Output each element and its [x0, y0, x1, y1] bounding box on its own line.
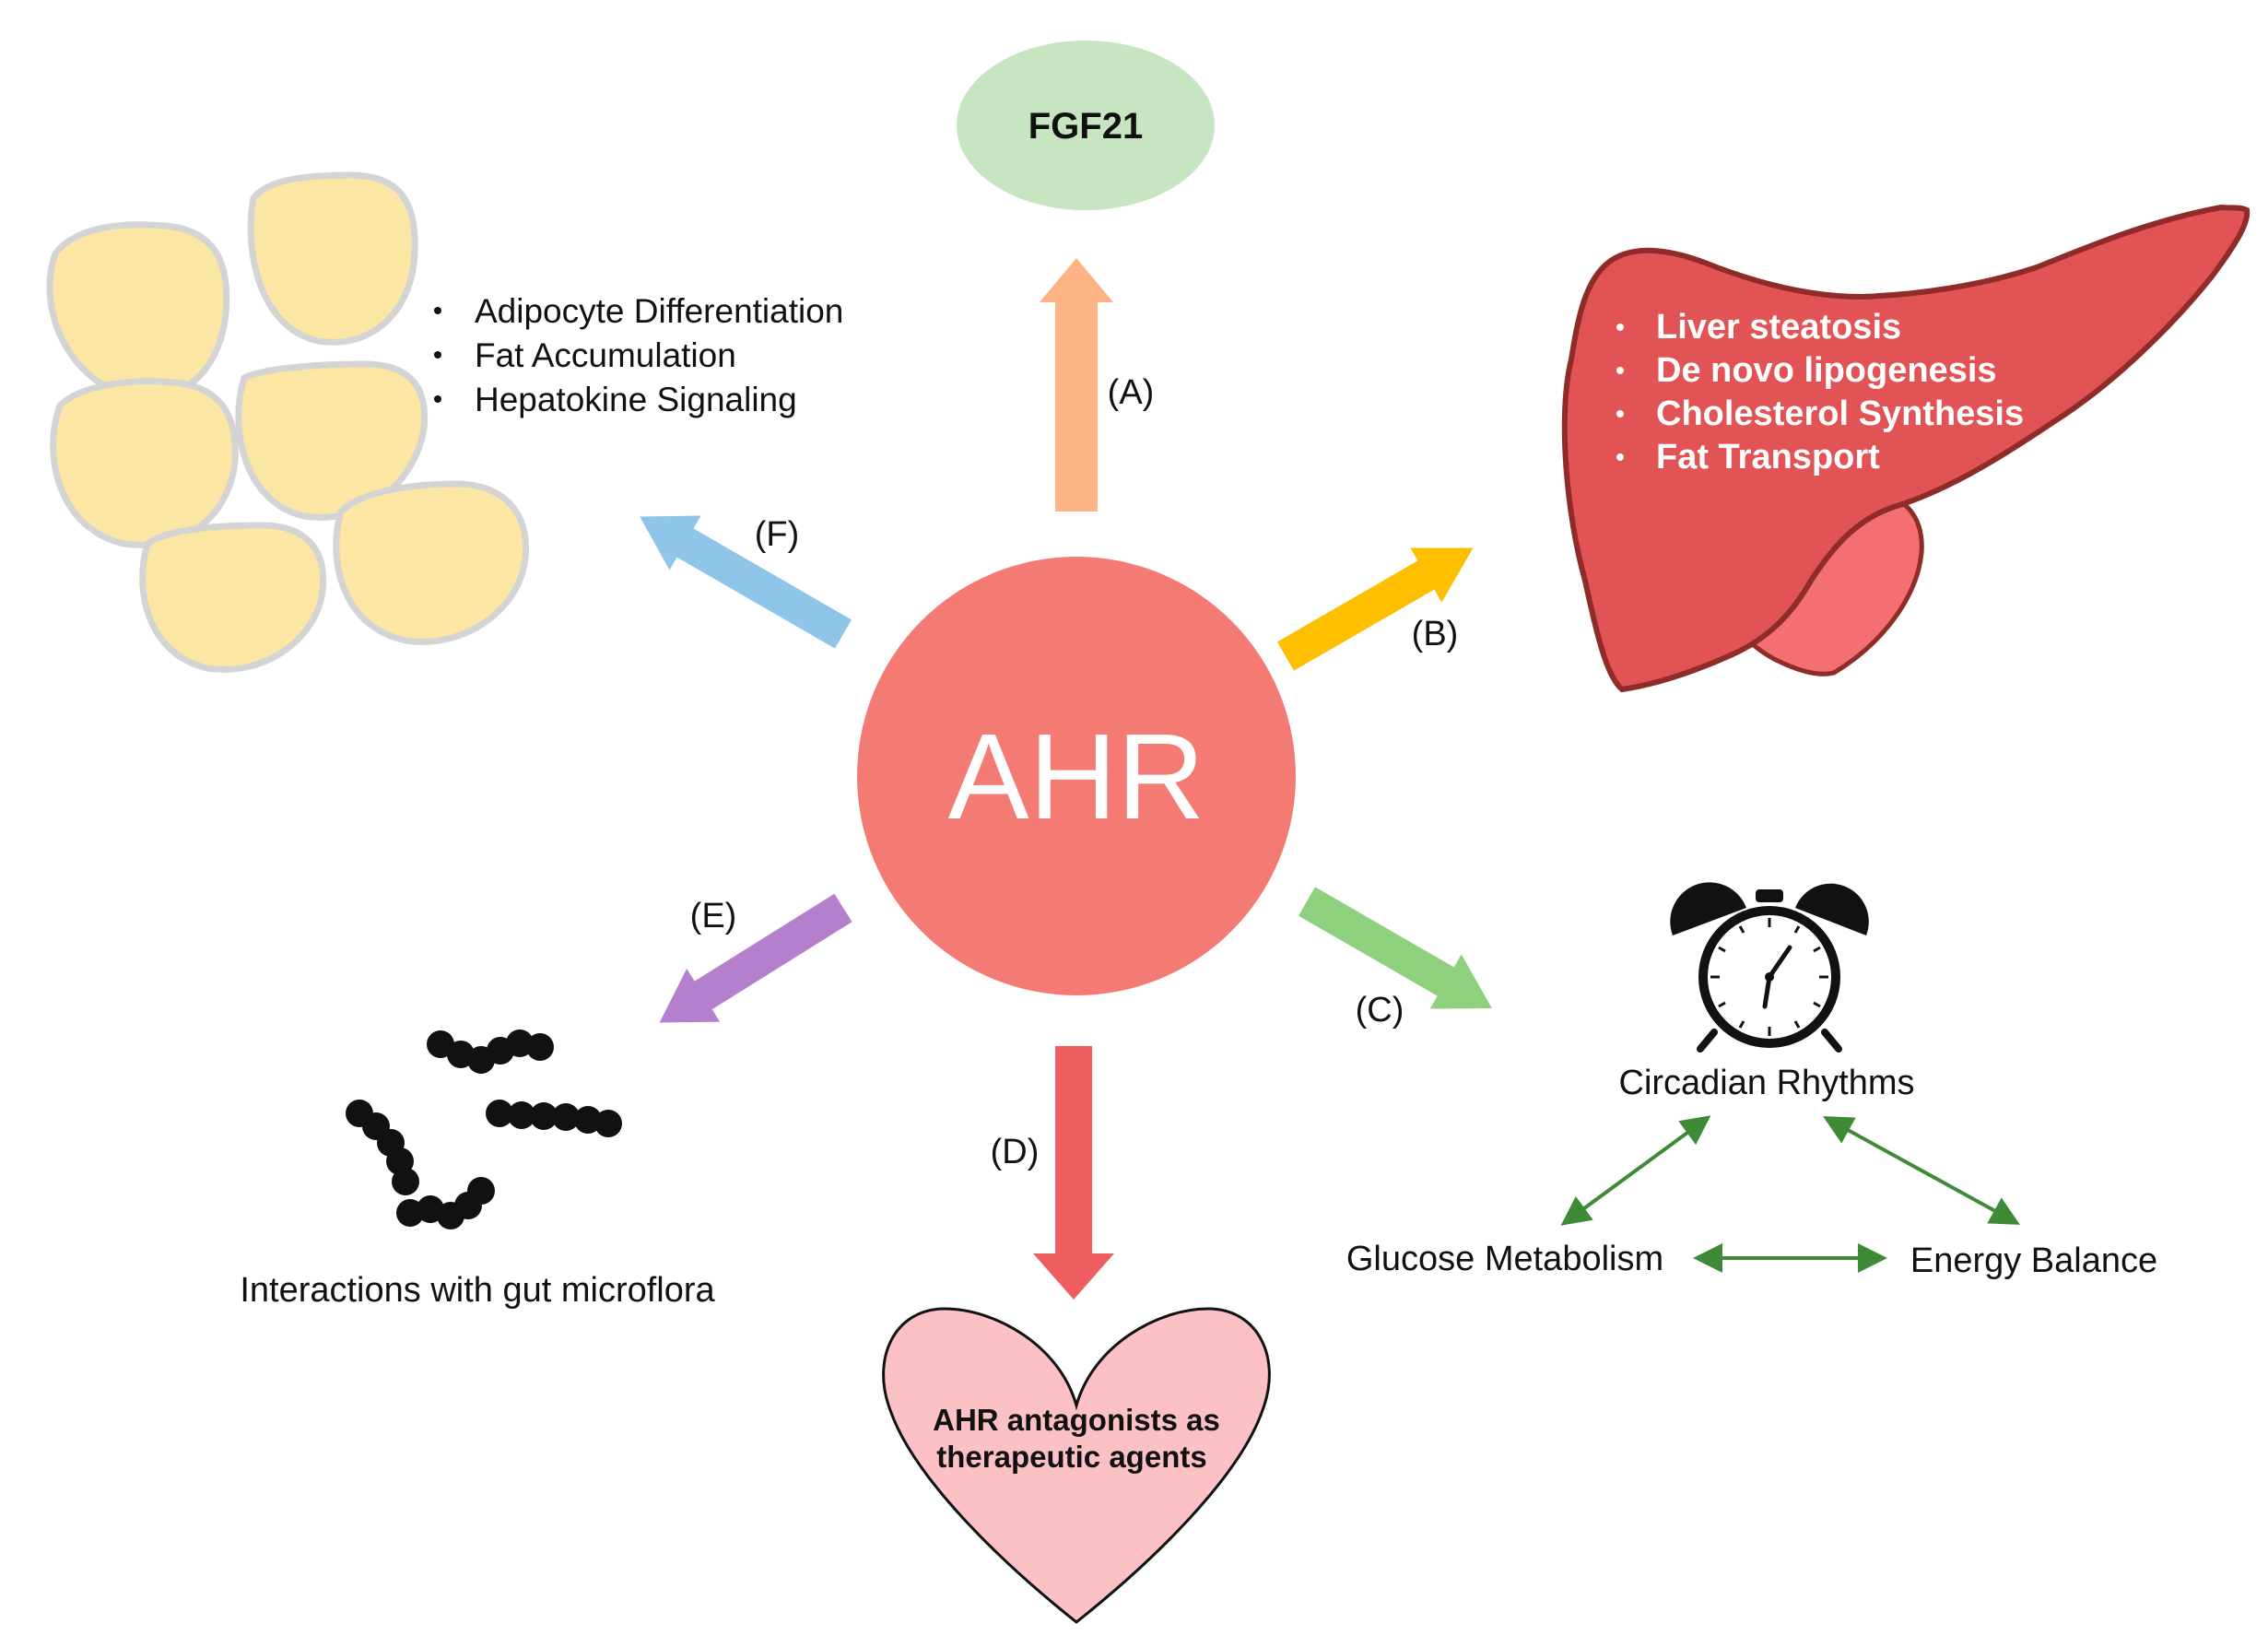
arrow-e — [659, 893, 852, 1023]
link-circadian-energy — [1822, 1116, 2021, 1225]
f-item-1: Adipocyte Differentiation — [475, 292, 843, 330]
heart-line-2: therapeutic agents — [936, 1440, 1206, 1474]
arrow-b — [1277, 547, 1474, 671]
alarm-clock-icon — [1670, 882, 1869, 1053]
fgf21-ellipse — [957, 41, 1215, 210]
tag-c: (C) — [1356, 991, 1404, 1029]
f-item-3: Hepatokine Signaling — [475, 381, 797, 418]
circadian-label: Circadian Rhythms — [1619, 1064, 1915, 1102]
ahr-circle — [857, 557, 1296, 995]
tag-f: (F) — [755, 515, 800, 554]
ahr-label: AHR — [948, 709, 1205, 844]
glucose-label: Glucose Metabolism — [1346, 1240, 1663, 1278]
fgf21-label: FGF21 — [1028, 106, 1143, 147]
arrow-d — [1033, 1046, 1114, 1300]
tag-e: (E) — [690, 897, 737, 935]
f-item-2: Fat Accumulation — [475, 336, 736, 374]
tag-b: (B) — [1412, 615, 1459, 653]
gut-caption: Interactions with gut microflora — [240, 1271, 715, 1310]
bacteria-icon — [346, 1029, 622, 1229]
link-circadian-glucose — [1560, 1115, 1711, 1226]
tag-a: (A) — [1108, 373, 1155, 412]
liver-item-3: Cholesterol Synthesis — [1656, 394, 2024, 433]
energy-label: Energy Balance — [1910, 1241, 2157, 1280]
arrow-c — [1299, 887, 1492, 1009]
arrow-a — [1040, 258, 1113, 512]
liver-item-4: Fat Transport — [1656, 438, 1880, 476]
liver-item-2: De novo lipogenesis — [1656, 351, 1997, 390]
tag-d: (D) — [991, 1133, 1040, 1171]
circadian-links — [1560, 1115, 2021, 1273]
heart-icon — [882, 1307, 1271, 1624]
adipocyte-cluster-icon — [46, 171, 530, 673]
f-bullets: Adipocyte Differentiation Fat Accumulati… — [434, 292, 843, 418]
liver-item-1: Liver steatosis — [1656, 308, 1901, 347]
heart-line-1: AHR antagonists as — [933, 1403, 1220, 1437]
arrow-f — [640, 515, 852, 649]
liver-icon: Liver steatosis De novo lipogenesis Chol… — [1561, 204, 2250, 693]
